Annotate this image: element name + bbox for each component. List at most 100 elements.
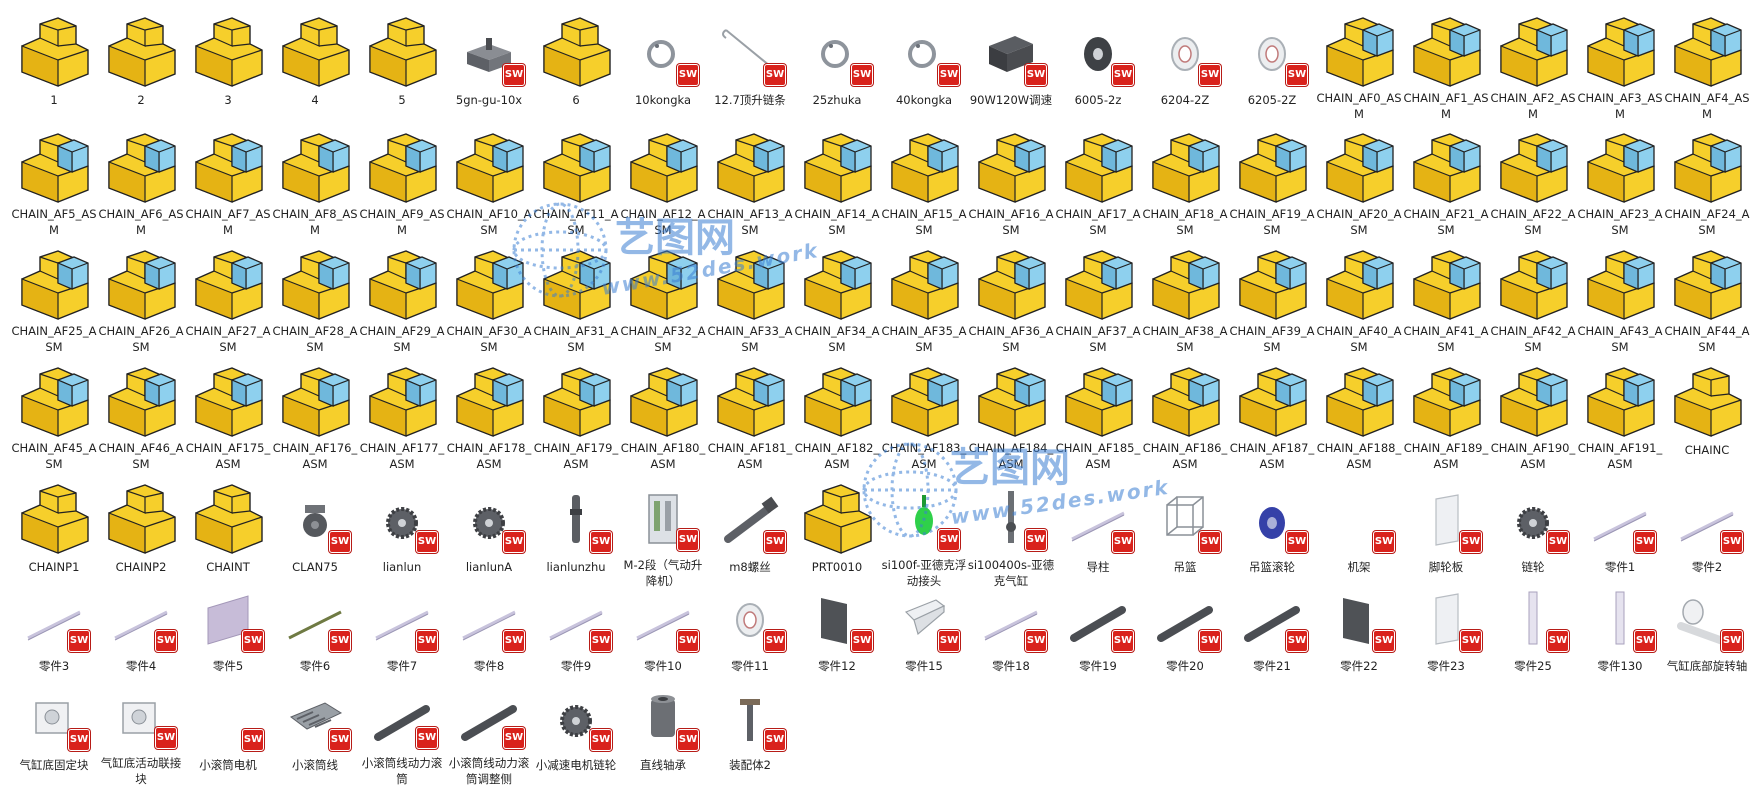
file-item[interactable]: CHAIN_AF4_ASM — [1664, 10, 1750, 122]
file-item[interactable]: CHAIN_AF16_ASM — [968, 126, 1054, 238]
file-item[interactable]: CHAIN_AF22_ASM — [1490, 126, 1576, 238]
file-item[interactable]: 2 — [98, 10, 184, 122]
file-item[interactable]: PRT0010 — [794, 477, 880, 589]
file-item[interactable]: 3 — [185, 10, 271, 122]
file-item[interactable]: CHAIN_AF21_ASM — [1403, 126, 1489, 238]
file-item[interactable]: CHAIN_AF181_ASM — [707, 360, 793, 472]
file-item[interactable]: CHAIN_AF35_ASM — [881, 243, 967, 355]
file-item[interactable]: CHAIN_AF15_ASM — [881, 126, 967, 238]
file-item[interactable]: CHAIN_AF179_ASM — [533, 360, 619, 472]
file-item[interactable]: 6 — [533, 10, 619, 122]
file-item[interactable]: CHAIN_AF186_ASM — [1142, 360, 1228, 472]
file-item[interactable]: CHAIN_AF5_ASM — [11, 126, 97, 238]
file-item[interactable]: CHAINC — [1664, 360, 1750, 472]
file-item[interactable]: CHAIN_AF183_ASM — [881, 360, 967, 472]
file-item[interactable]: CHAIN_AF33_ASM — [707, 243, 793, 355]
file-item[interactable]: CHAIN_AF42_ASM — [1490, 243, 1576, 355]
file-item[interactable]: CHAIN_AF182_ASM — [794, 360, 880, 472]
file-item[interactable]: CHAIN_AF188_ASM — [1316, 360, 1402, 472]
file-item[interactable]: CHAIN_AF20_ASM — [1316, 126, 1402, 238]
file-item[interactable]: CHAIN_AF12_ASM — [620, 126, 706, 238]
file-item[interactable]: CHAINT — [185, 477, 271, 589]
file-item[interactable]: CHAIN_AF190_ASM — [1490, 360, 1576, 472]
file-item[interactable]: CHAIN_AF3_ASM — [1577, 10, 1663, 122]
file-item[interactable]: CHAIN_AF43_ASM — [1577, 243, 1663, 355]
file-item[interactable]: CHAIN_AF37_ASM — [1055, 243, 1141, 355]
file-item[interactable]: CHAIN_AF191_ASM — [1577, 360, 1663, 472]
file-item[interactable]: CHAIN_AF17_ASM — [1055, 126, 1141, 238]
file-item[interactable]: CHAIN_AF29_ASM — [359, 243, 445, 355]
file-item[interactable]: CHAIN_AF176_ASM — [272, 360, 358, 472]
file-item[interactable]: CHAIN_AF34_ASM — [794, 243, 880, 355]
file-item[interactable]: CHAIN_AF28_ASM — [272, 243, 358, 355]
file-item[interactable]: CHAIN_AF31_ASM — [533, 243, 619, 355]
file-item[interactable]: CHAIN_AF177_ASM — [359, 360, 445, 472]
file-item[interactable]: CHAIN_AF175_ASM — [185, 360, 271, 472]
file-item[interactable]: CHAIN_AF7_ASM — [185, 126, 271, 238]
file-item[interactable]: CHAIN_AF13_ASM — [707, 126, 793, 238]
file-item[interactable]: CHAIN_AF19_ASM — [1229, 126, 1315, 238]
file-item[interactable]: CHAIN_AF38_ASM — [1142, 243, 1228, 355]
file-item[interactable]: CHAIN_AF41_ASM — [1403, 243, 1489, 355]
file-item[interactable]: CHAIN_AF6_ASM — [98, 126, 184, 238]
file-item[interactable]: CHAIN_AF178_ASM — [446, 360, 532, 472]
file-item[interactable]: CHAIN_AF10_ASM — [446, 126, 532, 238]
file-item[interactable]: CHAIN_AF189_ASM — [1403, 360, 1489, 472]
file-item[interactable]: CHAIN_AF39_ASM — [1229, 243, 1315, 355]
file-item[interactable]: CHAIN_AF26_ASM — [98, 243, 184, 355]
file-item[interactable]: CHAIN_AF11_ASM — [533, 126, 619, 238]
file-item[interactable]: CHAIN_AF27_ASM — [185, 243, 271, 355]
file-item[interactable]: CHAIN_AF46_ASM — [98, 360, 184, 472]
file-item[interactable]: CHAIN_AF184_ASM — [968, 360, 1054, 472]
file-item[interactable]: CHAIN_AF0_ASM — [1316, 10, 1402, 122]
file-item[interactable]: CHAIN_AF8_ASM — [272, 126, 358, 238]
file-item[interactable]: CHAIN_AF9_ASM — [359, 126, 445, 238]
file-item[interactable]: CHAIN_AF40_ASM — [1316, 243, 1402, 355]
file-item[interactable]: CHAIN_AF30_ASM — [446, 243, 532, 355]
file-item[interactable]: CHAIN_AF2_ASM — [1490, 10, 1576, 122]
file-item[interactable]: CHAIN_AF14_ASM — [794, 126, 880, 238]
file-item[interactable]: CHAIN_AF180_ASM — [620, 360, 706, 472]
file-item[interactable]: CHAIN_AF45_ASM — [11, 360, 97, 472]
